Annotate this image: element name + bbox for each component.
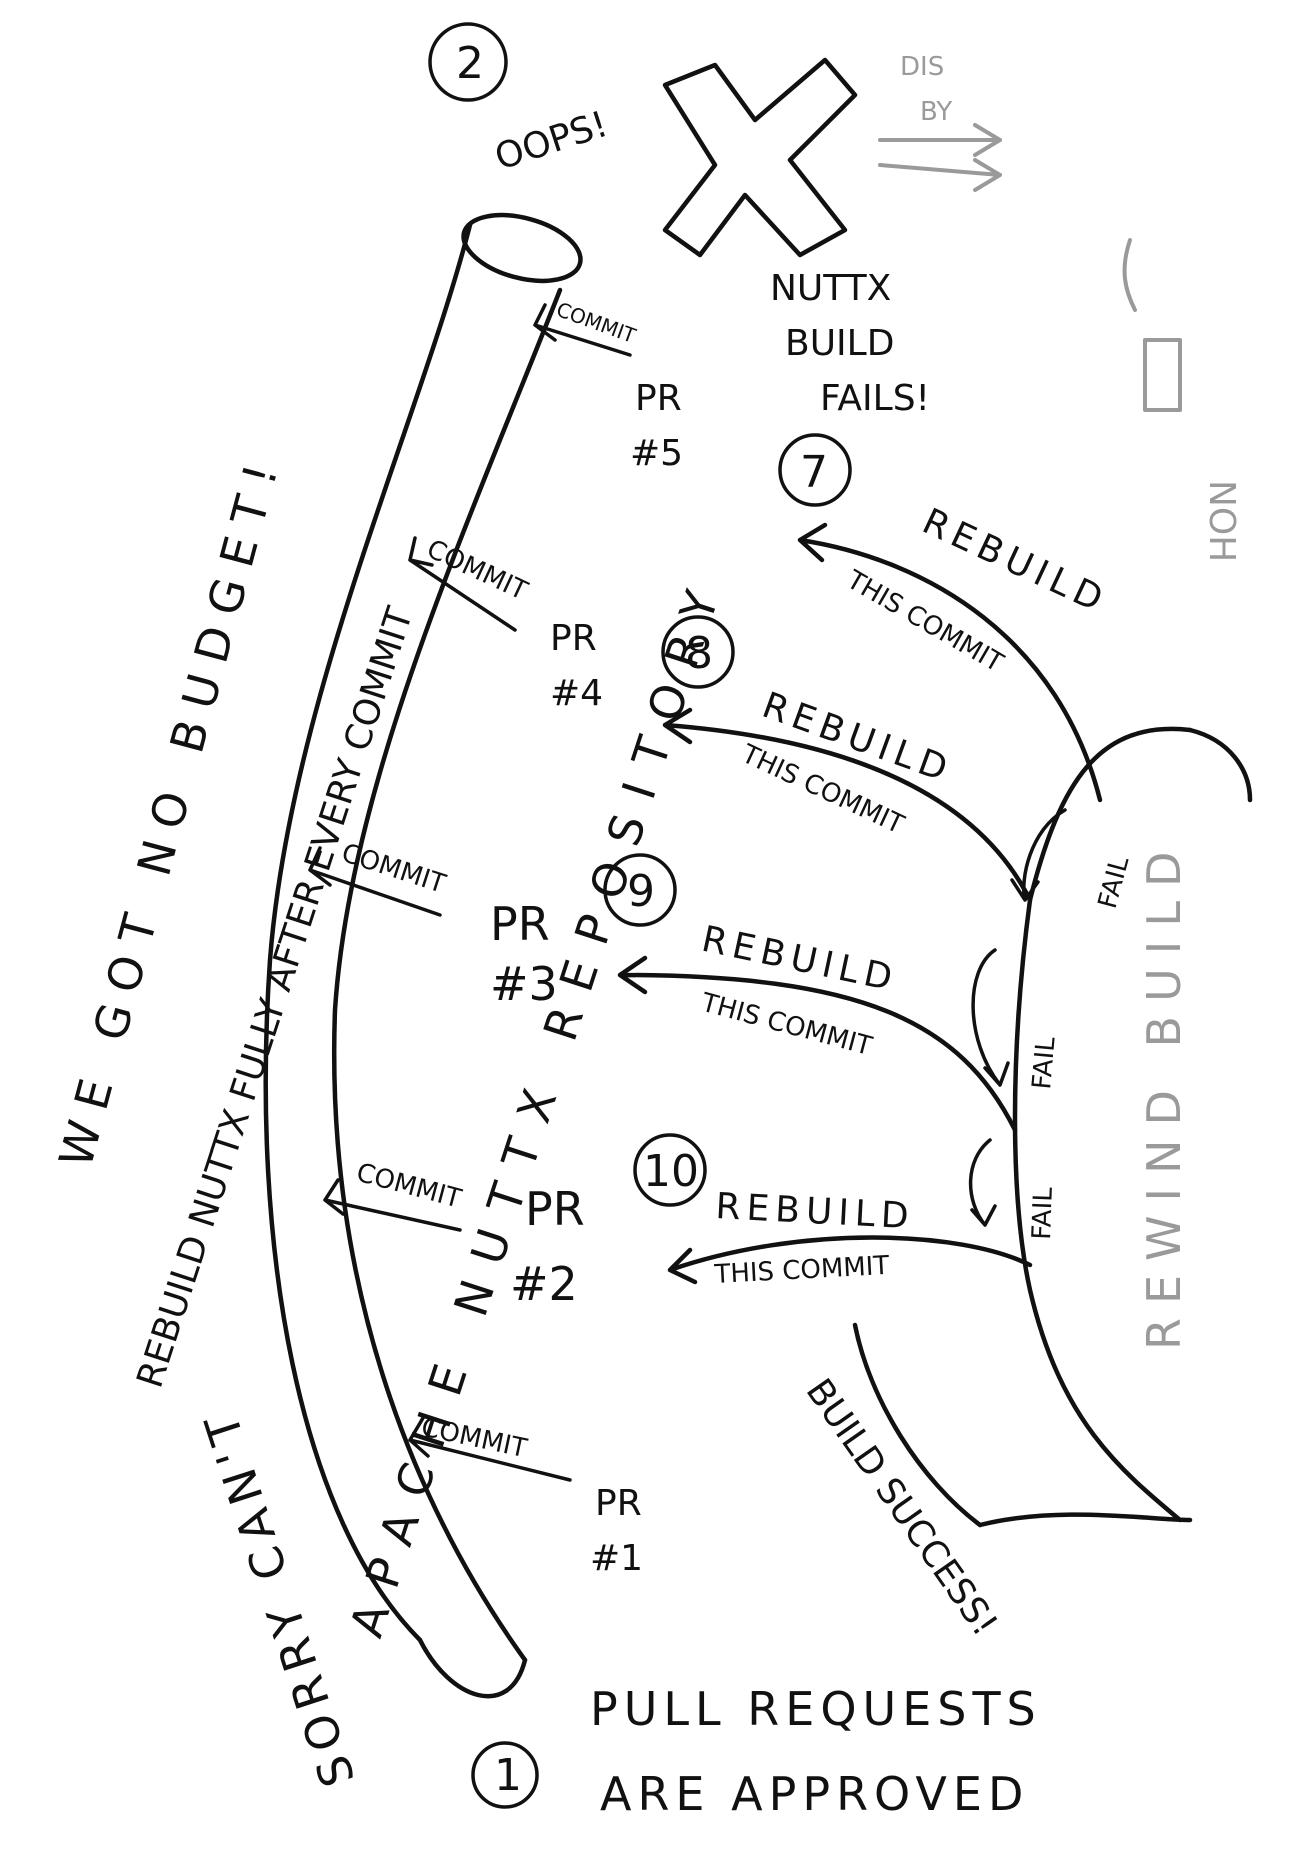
rebuild-arrow-7	[797, 522, 1103, 803]
oops-text: OOPS!	[490, 104, 613, 179]
commit-arrow-3	[308, 846, 442, 917]
fail-label-3: FAIL	[1027, 1186, 1059, 1240]
pr-3-label: PR	[490, 897, 550, 951]
faded-stroke	[1122, 238, 1137, 312]
commit-arrow-1	[408, 1416, 572, 1482]
step-1-number: 1	[494, 1750, 522, 1801]
rebuild-label-10: REBUILD	[715, 1186, 916, 1237]
step-7-circle	[778, 433, 852, 507]
faded-top-right: DIS BY NOH	[878, 52, 1242, 562]
fail-label-2: FAIL	[1027, 1035, 1062, 1090]
faded-text-dis: DIS	[900, 52, 944, 82]
build-success: BUILD SUCCESS!	[798, 1322, 1006, 1644]
step-8-circle	[661, 615, 735, 689]
caption-line-2: ARE APPROVED	[600, 1767, 1029, 1821]
rebuild-arrow-10	[667, 1235, 1033, 1285]
fail-curl-arrow-1	[1010, 808, 1067, 902]
this-commit-label-10: THIS COMMIT	[713, 1251, 890, 1290]
step-2-group: 2 OOPS!	[428, 22, 858, 258]
faded-box	[1143, 338, 1182, 412]
fail-label-1: FAIL	[1093, 853, 1136, 912]
rebuild-arrow-9	[617, 955, 1018, 1133]
pr-5: COMMIT PR #5	[533, 297, 683, 474]
commit-arrow-5	[533, 303, 632, 357]
pr-5-label: PR	[635, 378, 682, 419]
faded-text-by: BY	[920, 97, 952, 127]
commit-arrow-4	[408, 536, 517, 632]
pr-2-label: PR	[525, 1182, 585, 1236]
step-9-circle	[603, 853, 677, 927]
faded-arrow-1	[878, 123, 1002, 157]
build-fails-line-3: FAILS!	[820, 378, 930, 419]
build-fails: NUTTX BUILD FAILS!	[770, 268, 930, 419]
pr-4-label: PR	[550, 618, 597, 659]
pr-4: COMMIT PR #4	[408, 534, 603, 714]
step-10-circle	[633, 1133, 707, 1207]
step-2-circle	[428, 22, 508, 102]
build-fails-line-2: BUILD	[785, 323, 894, 364]
build-fails-line-1: NUTTX	[770, 268, 891, 309]
commit-label-5: COMMIT	[553, 297, 639, 348]
fail-curl-arrow-3	[968, 1138, 997, 1227]
rebuild-10: 10 REBUILD THIS COMMIT	[633, 1133, 1033, 1290]
step-8-number: 8	[685, 628, 713, 679]
rewind-stem-base	[977, 1512, 1193, 1528]
commit-label-2: COMMIT	[353, 1158, 464, 1215]
pr-4-number: #4	[550, 673, 603, 714]
build-success-text: BUILD SUCCESS!	[798, 1372, 1006, 1644]
rewind-stem-top	[1187, 727, 1253, 803]
rewind-build-stem	[977, 726, 1253, 1528]
commit-label-3: COMMIT	[338, 838, 449, 900]
commit-arrow-2	[323, 1178, 462, 1232]
step-2-number: 2	[456, 38, 484, 89]
repository-tube	[263, 212, 583, 1699]
faded-arrow-2	[878, 158, 1002, 192]
pr-5-number: #5	[630, 433, 683, 474]
faded-right-text: NOH	[1201, 480, 1242, 562]
step-1-group: 1 PULL REQUESTS ARE APPROVED	[471, 1682, 1042, 1821]
pr-3-number: #3	[490, 957, 558, 1011]
fail-curl-arrow-2	[971, 948, 1010, 1087]
pr-1-label: PR	[595, 1483, 642, 1524]
pr-1: COMMIT PR #1	[408, 1413, 643, 1579]
rebuild-9: 9 REBUILD THIS COMMIT	[603, 853, 1018, 1133]
rewind-build-text: REWIND BUILD	[1137, 838, 1191, 1350]
build-success-stroke	[852, 1322, 983, 1528]
pr-2-number: #2	[510, 1257, 578, 1311]
step-10-number: 10	[643, 1146, 699, 1197]
step-1-circle	[471, 1741, 539, 1809]
left-text-line-3: SORRY CAN'T	[192, 1400, 366, 1793]
pr-1-number: #1	[590, 1538, 643, 1579]
step-7-number: 7	[800, 447, 828, 498]
x-icon	[662, 57, 858, 258]
rebuild-arrow-8	[662, 707, 1033, 903]
rebuild-label-7: REBUILD	[916, 501, 1114, 622]
step-9-number: 9	[627, 866, 655, 917]
caption-line-1: PULL REQUESTS	[590, 1682, 1042, 1736]
